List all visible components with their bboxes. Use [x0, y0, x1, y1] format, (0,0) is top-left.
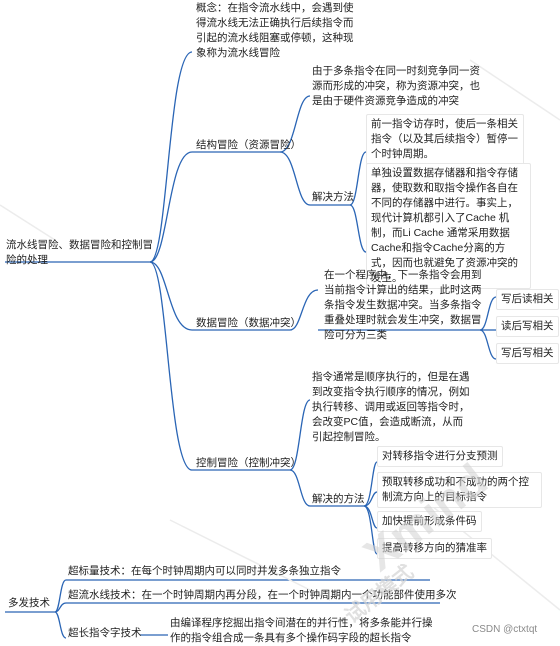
control-solution-condition-code[interactable]: 加快提前形成条件码 — [377, 511, 482, 532]
data-hazard-type-raw[interactable]: 写后读相关 — [496, 289, 559, 310]
csdn-credit: CSDN @ctxtqt — [472, 624, 538, 635]
superscalar-item[interactable]: 超标量技术：在每个时钟周期内可以同时并发多条独立指令 — [68, 565, 341, 577]
edge-data-desc — [289, 289, 319, 331]
vliw-desc[interactable]: 由编译程序挖掘出指令间潜在的并行性，将多条能并行操作的指令组合成一条具有多个操作… — [170, 617, 433, 644]
control-solution-accuracy[interactable]: 提高转移方向的猜准率 — [377, 538, 492, 559]
edge-vliw — [54, 611, 67, 639]
edge-structural-desc — [279, 95, 311, 153]
edge-structural-solution — [279, 151, 311, 206]
edge-control-sol-4 — [363, 505, 378, 555]
edge-data — [149, 261, 193, 331]
data-hazard-type-waw[interactable]: 写后写相关 — [496, 343, 559, 364]
edge-control-sol-2 — [363, 491, 378, 507]
data-hazard-desc[interactable]: 在一个程序中，下一条指令会用到当前指令计算出的结果，此时这两条指令发生数据冲突。… — [324, 269, 482, 341]
edge-control-solution — [289, 469, 311, 507]
edge-structural-sol-1 — [349, 151, 367, 206]
root-topic[interactable]: 流水线冒险、数据冒险和控制冒险的处理 — [6, 239, 153, 266]
structural-solution-stall[interactable]: 前一指令访存时，使后一条相关指令（以及其后续指令）暂停一个时钟周期。 — [366, 114, 524, 165]
edge-concept — [149, 51, 193, 263]
structural-solution-separate-memory[interactable]: 单独设置数据存储器和指令存储器，使取数和取指令操作各自在不同的存储器中进行。事实… — [366, 163, 531, 289]
data-hazard-type-war[interactable]: 读后写相关 — [496, 316, 559, 337]
control-solution-prefetch[interactable]: 预取转移成功和不成功的两个控制流方向上的目标指令 — [377, 472, 542, 508]
structural-solution-label[interactable]: 解决方法 — [312, 191, 354, 203]
multi-issue-topic[interactable]: 多发技术 — [8, 597, 50, 609]
control-hazard-desc[interactable]: 指令通常是顺序执行的，但是在遇到改变指令执行顺序的情况，例如执行转移、调用或返回… — [312, 371, 470, 443]
edge-control-desc — [289, 399, 311, 471]
edge-superpipeline — [54, 602, 67, 613]
edge-control — [149, 261, 193, 471]
data-hazard-topic[interactable]: 数据冒险（数据冲突） — [196, 317, 301, 329]
edge-data-type-3 — [479, 329, 497, 360]
edge-data-type-1 — [479, 296, 497, 331]
control-hazard-topic[interactable]: 控制冒险（控制冲突） — [196, 457, 301, 469]
structural-hazard-topic[interactable]: 结构冒险（资源冒险） — [196, 139, 301, 151]
control-solution-label[interactable]: 解决的方法 — [312, 493, 365, 505]
edge-structural-sol-2 — [349, 204, 367, 253]
concept-topic[interactable]: 概念：在指令流水线中，会遇到使得流水线无法正确执行后续指令而引起的流水线阻塞或停… — [196, 2, 354, 59]
superpipeline-item[interactable]: 超流水线技术：在一个时钟周期内再分段，在一个时钟周期内一个功能部件使用多次 — [68, 589, 457, 601]
structural-hazard-desc[interactable]: 由于多条指令在同一时刻竞争同一资源而形成的冲突，称为资源冲突，也是由于硬件资源竞… — [312, 65, 480, 107]
edge-control-sol-1 — [363, 461, 378, 507]
vliw-label[interactable]: 超长指令字技术 — [68, 627, 142, 639]
control-solution-branch-prediction[interactable]: 对转移指令进行分支预测 — [377, 446, 503, 467]
edge-structural — [149, 151, 193, 263]
